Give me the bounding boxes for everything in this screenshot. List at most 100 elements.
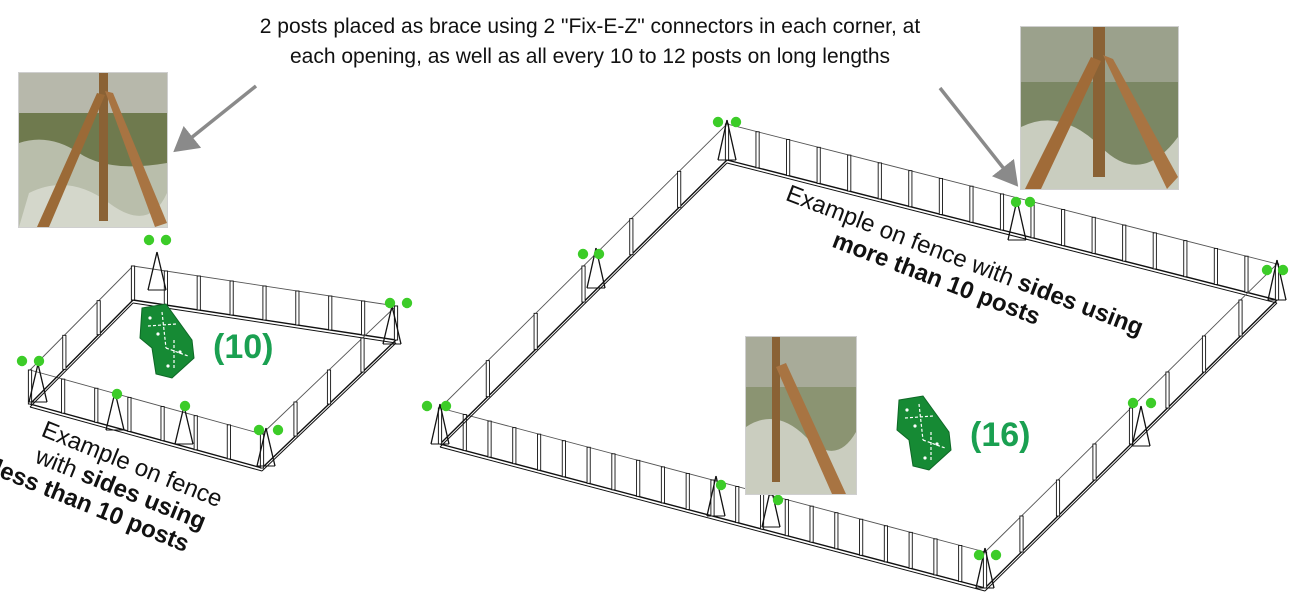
top-rail <box>29 265 134 371</box>
fence-post <box>160 406 165 442</box>
fence-post <box>629 218 634 256</box>
green-dot-marker <box>143 234 155 246</box>
header-note: 2 posts placed as brace using 2 "Fix-E-Z… <box>160 12 1020 72</box>
fence-post <box>437 407 443 445</box>
fence-post <box>908 531 913 569</box>
ground-rail <box>29 302 134 408</box>
fence-post <box>1019 515 1024 553</box>
fence-post <box>226 424 231 460</box>
green-dot-marker <box>253 424 265 436</box>
fence-post <box>786 139 791 177</box>
green-dot-marker <box>179 400 191 412</box>
fence-post <box>62 334 67 370</box>
fence-post <box>196 275 201 311</box>
fence-post <box>724 123 730 161</box>
green-dot-marker <box>440 400 452 412</box>
fence-post <box>938 177 943 215</box>
fence-post <box>27 369 33 405</box>
photo-brace-center <box>745 336 857 495</box>
brace-post <box>174 405 185 445</box>
large-fence <box>421 116 1289 592</box>
fence-post <box>229 280 234 316</box>
fence-post <box>361 300 366 336</box>
fence-post <box>360 337 365 373</box>
brace-post <box>984 547 995 589</box>
ground-rail <box>132 302 397 344</box>
fence-post <box>859 518 864 556</box>
fence-post <box>1128 407 1134 445</box>
fence-post <box>1092 443 1097 481</box>
green-dot-marker <box>1010 196 1022 208</box>
fence-post <box>581 265 586 303</box>
ground-rail <box>29 403 263 469</box>
fence-post <box>1213 247 1218 285</box>
brace-post <box>147 251 158 291</box>
fence-post <box>1238 299 1243 337</box>
green-dot-marker <box>577 248 589 260</box>
fence-post <box>933 538 938 576</box>
post-count-small: (10) <box>213 328 274 366</box>
brace-post <box>1267 259 1278 301</box>
brace-post <box>265 427 276 467</box>
header-line-1: 2 posts placed as brace using 2 "Fix-E-Z… <box>259 15 921 38</box>
fence-post <box>94 387 99 423</box>
fence-post <box>130 265 136 301</box>
green-dot-marker <box>1261 264 1273 276</box>
fence-post <box>1201 335 1207 373</box>
brace-post <box>717 119 728 161</box>
small-fence <box>16 234 413 472</box>
ground-rail <box>984 302 1278 592</box>
fence-post <box>735 486 740 523</box>
fence-post <box>834 512 839 550</box>
brace-post <box>706 475 717 517</box>
brace-post <box>391 305 402 345</box>
arrow-to-right-photo <box>938 86 1019 187</box>
fence-post <box>127 396 132 432</box>
green-dot-marker <box>1277 264 1289 276</box>
fence-post <box>193 415 198 451</box>
fence-post <box>816 146 821 184</box>
fence-post <box>877 162 882 200</box>
photo-brace-left <box>18 72 168 228</box>
fence-post <box>1183 240 1188 278</box>
fence-post <box>96 300 101 336</box>
brace-post <box>1016 199 1027 241</box>
fence-post <box>328 295 333 331</box>
green-dot-marker <box>772 494 784 506</box>
fence-post <box>326 369 332 405</box>
brace-post <box>430 403 441 445</box>
ground-rail <box>29 299 134 405</box>
brace-post <box>105 391 116 431</box>
green-dot-marker <box>712 116 724 128</box>
brace-post <box>256 427 267 467</box>
green-dot-marker <box>384 297 396 309</box>
green-dot-marker <box>1127 397 1139 409</box>
fence-post <box>1244 255 1249 293</box>
brace-post <box>382 305 393 345</box>
fence-post <box>512 427 517 465</box>
green-dot-marker <box>111 388 123 400</box>
fence-post <box>537 433 542 471</box>
fence-post <box>660 466 666 504</box>
green-dot-marker <box>973 549 985 561</box>
brace-post <box>726 119 737 161</box>
post-count-large: (16) <box>970 416 1031 454</box>
fence-post <box>487 420 492 458</box>
top-rail <box>29 369 263 435</box>
green-dot-marker <box>1145 397 1157 409</box>
arrow-to-left-photo <box>173 84 258 153</box>
green-dot-marker <box>272 424 284 436</box>
brace-post <box>156 251 167 291</box>
green-dot-marker <box>593 248 605 260</box>
fence-post <box>586 446 591 484</box>
brace-post <box>28 363 39 403</box>
ground-rail <box>439 446 986 592</box>
fence-post <box>809 505 814 543</box>
fence-post <box>1030 201 1035 239</box>
fence-post <box>999 193 1005 231</box>
green-dot-marker <box>16 355 28 367</box>
fence-post <box>755 131 760 169</box>
fence-post <box>611 453 616 491</box>
fence-post <box>908 170 913 208</box>
fix-e-z-connector-icon-small <box>139 303 195 379</box>
